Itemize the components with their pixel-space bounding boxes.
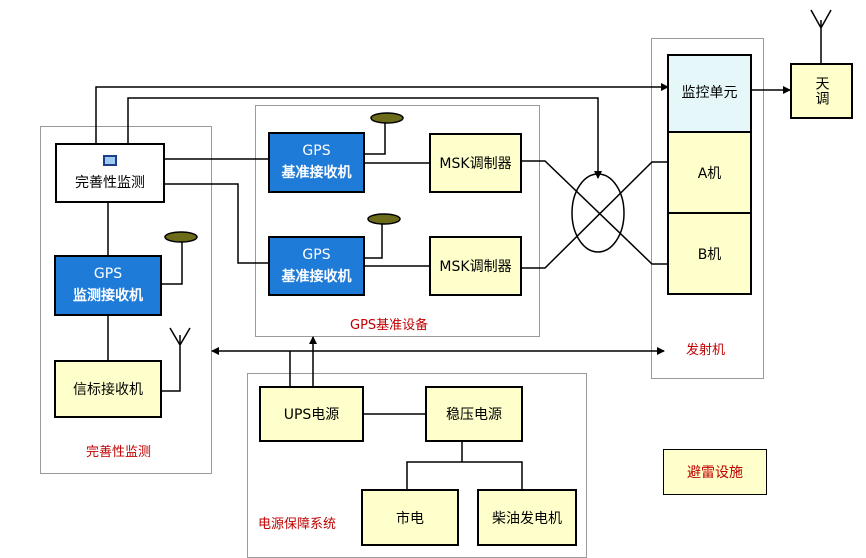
diesel-generator-label: 柴油发电机: [492, 510, 562, 527]
beacon-receiver-label: 信标接收机: [73, 382, 143, 398]
beacon-antenna: [160, 327, 191, 392]
ups-power: UPS电源: [259, 386, 364, 442]
integrity-monitoring-group-label: 完善性监测: [86, 445, 152, 460]
ups-power-label: UPS电源: [283, 407, 340, 423]
machine-a: A机: [667, 131, 752, 214]
gps-ref-receiver-1-line1: GPS: [302, 143, 331, 159]
power-system-group-label: 电源保障系统: [258, 517, 337, 532]
monitor-control-unit-label: 监控单元: [681, 85, 738, 101]
line-monitor-to-cross: [127, 97, 602, 179]
line-msk2-to-a: [522, 161, 668, 269]
mains-power-label: 市电: [396, 510, 424, 527]
gps-reference-receiver-1: GPS 基准接收机: [268, 132, 365, 193]
gps-ref-receiver-2-line2: 基准接收机: [281, 268, 352, 285]
gps-monitor-receiver: GPS 监测接收机: [54, 255, 162, 316]
tuner-antenna: [810, 9, 832, 64]
lightning-protection: 避雷设施: [663, 449, 767, 495]
antenna-tuner: 天调: [790, 63, 853, 119]
gps-monitor-receiver-line2: 监测接收机: [73, 288, 143, 304]
monitor-antenna-dish: [164, 231, 198, 243]
gps-antenna-icons: [162, 112, 404, 285]
diesel-generator: 柴油发电机: [477, 489, 577, 546]
line-monitor-to-ref-2: [165, 183, 268, 264]
ref2-antenna-mast: [365, 223, 383, 259]
mains-power: 市电: [361, 489, 459, 546]
line-msk1-to-b: [522, 160, 668, 265]
monitor-antenna-mast: [162, 242, 183, 285]
ref2-antenna-dish: [367, 213, 401, 225]
line-monitor-to-control-unit: [95, 83, 669, 143]
cross-switch: [571, 173, 625, 253]
computer-icon: [103, 154, 117, 166]
gps-monitor-receiver-line1: GPS: [93, 266, 123, 282]
regulated-power: 稳压电源: [425, 386, 523, 442]
msk-modulator-2: MSK调制器: [429, 236, 522, 296]
machine-b-label: B机: [697, 246, 722, 263]
gps-reference-receiver-2: GPS 基准接收机: [268, 236, 365, 296]
regulated-power-label: 稳压电源: [446, 407, 502, 423]
monitor-control-unit: 监控单元: [667, 54, 752, 133]
ref1-antenna-mast: [365, 121, 386, 155]
beacon-receiver: 信标接收机: [54, 360, 162, 418]
lightning-protection-label: 避雷设施: [687, 465, 743, 481]
ref1-antenna-dish: [370, 112, 404, 124]
integrity-monitor-box: 完善性监测: [55, 143, 165, 203]
integrity-monitor-label: 完善性监测: [75, 174, 145, 191]
gps-reference-group-label: GPS基准设备: [350, 318, 429, 333]
antenna-tuner-label: 天调: [813, 76, 830, 106]
gps-ref-receiver-1-line2: 基准接收机: [281, 165, 352, 181]
msk-modulator-2-label: MSK调制器: [439, 259, 512, 275]
machine-b: B机: [667, 212, 752, 295]
transmitter-group-label: 发射机: [686, 343, 726, 358]
gps-ref-receiver-2-line1: GPS: [302, 246, 331, 263]
msk-modulator-1: MSK调制器: [429, 133, 522, 193]
machine-a-label: A机: [697, 165, 722, 182]
line-power-split: [406, 461, 523, 489]
msk-modulator-1-label: MSK调制器: [439, 156, 512, 172]
whip-antenna-icons: [160, 9, 832, 392]
